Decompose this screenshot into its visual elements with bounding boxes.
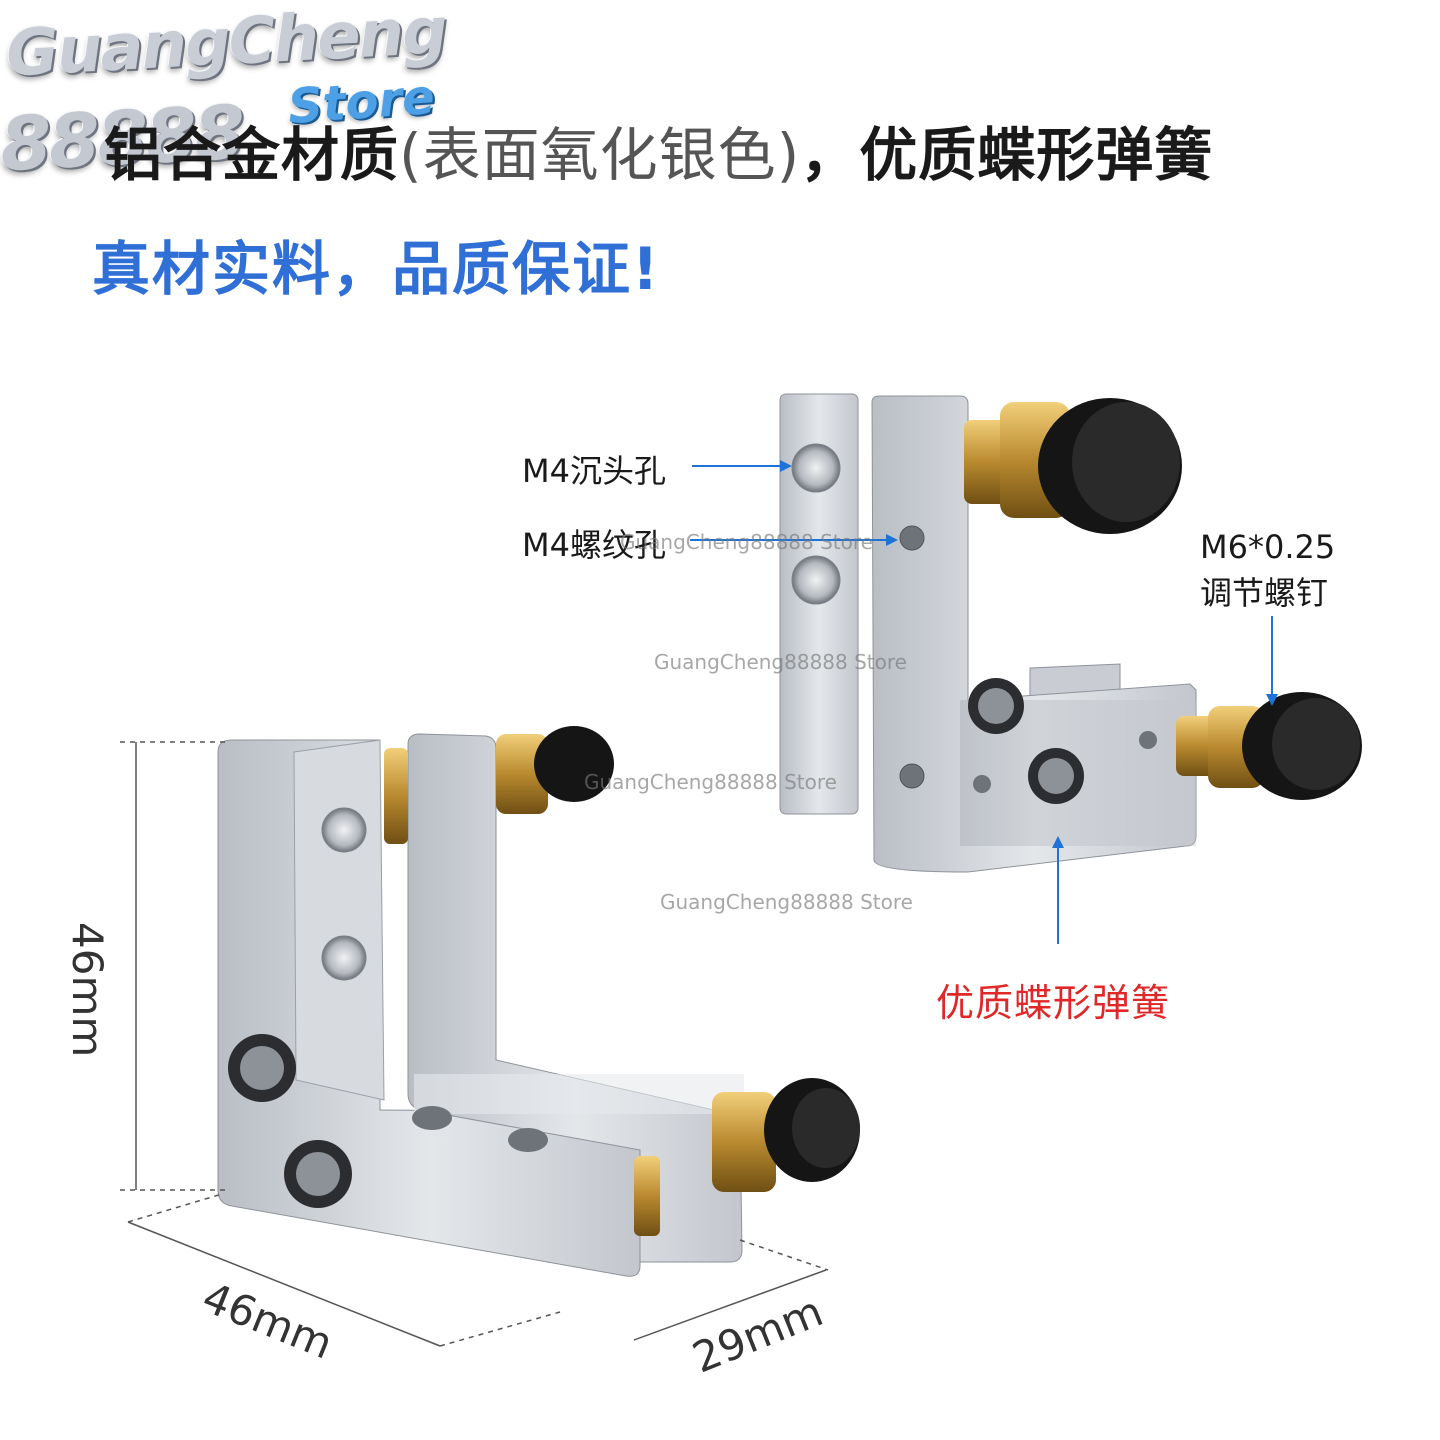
rear-small-hole bbox=[973, 775, 991, 793]
watermark-3: GuangCheng88888 Store bbox=[584, 770, 837, 794]
watermark-1: GuangCheng88888 Store bbox=[620, 530, 873, 554]
dim-depth-tick bbox=[739, 1239, 829, 1271]
callout-arrows bbox=[690, 460, 1278, 944]
dimension-lines bbox=[120, 741, 829, 1347]
mount-rear bbox=[779, 393, 1362, 873]
front-knob-top bbox=[534, 726, 614, 802]
callout-spring: 优质蝶形弹簧 bbox=[936, 981, 1171, 1025]
front-socket-screw-2 bbox=[296, 1152, 340, 1196]
rear-knob-top-face bbox=[1072, 402, 1180, 522]
rear-countersunk-hole-2 bbox=[791, 555, 841, 605]
rear-knob-side-face bbox=[1272, 698, 1360, 790]
subheadline: 真材实料，品质保证! bbox=[92, 235, 661, 303]
rear-brass-nut-top bbox=[964, 420, 1008, 504]
mount-front bbox=[217, 726, 860, 1277]
headline: 铝合金材质(表面氧化银色)，优质蝶形弹簧 bbox=[104, 108, 1213, 192]
front-arm-top bbox=[414, 1074, 744, 1114]
rear-countersunk-hole-1 bbox=[791, 443, 841, 493]
front-socket-screw-1 bbox=[240, 1046, 284, 1090]
front-countersunk-hole-1 bbox=[321, 807, 367, 853]
callout-screw-spec: M6*0.25 bbox=[1200, 528, 1336, 566]
headline-main: 铝合金材质 bbox=[104, 121, 400, 189]
rear-threaded-hole-2 bbox=[899, 763, 925, 789]
dim-width-tick-left bbox=[127, 1193, 223, 1223]
dim-width-tick-right bbox=[439, 1311, 561, 1347]
front-brass-nut-side bbox=[634, 1156, 660, 1236]
rear-socket-screw-1 bbox=[978, 688, 1014, 724]
headline-tail: ，优质蝶形弹簧 bbox=[800, 121, 1214, 189]
rear-arm-hole bbox=[1139, 731, 1157, 749]
headline-paren: (表面氧化银色) bbox=[399, 121, 801, 189]
front-back-face bbox=[293, 739, 385, 1101]
dim-label-height: 46mm bbox=[63, 922, 112, 1058]
front-brass-knurl-top bbox=[496, 734, 548, 814]
arrowhead-screw bbox=[1266, 694, 1278, 706]
front-arm-hole-2 bbox=[508, 1128, 548, 1152]
front-brass-spacer bbox=[384, 748, 408, 844]
rear-threaded-hole bbox=[899, 525, 925, 551]
rear-brass-nut-side bbox=[1176, 716, 1216, 776]
front-knob-side-face bbox=[792, 1088, 860, 1168]
callout-threaded-hole: M4螺纹孔 bbox=[522, 526, 666, 564]
arrowhead-countersunk bbox=[780, 460, 792, 472]
dim-depth-line bbox=[633, 1269, 827, 1341]
rear-socket-screw-2 bbox=[1038, 758, 1074, 794]
watermark-4: GuangCheng88888 Store bbox=[660, 890, 913, 914]
arrowhead-threaded bbox=[886, 534, 898, 546]
front-countersunk-hole-2 bbox=[321, 935, 367, 981]
watermark-2: GuangCheng88888 Store bbox=[654, 650, 907, 674]
front-brass-knurl-side bbox=[712, 1092, 776, 1192]
dim-width-line bbox=[127, 1221, 441, 1347]
callout-countersunk-hole: M4沉头孔 bbox=[522, 452, 666, 490]
arrowhead-spring bbox=[1052, 836, 1064, 848]
front-arm-hole-1 bbox=[412, 1106, 452, 1130]
callout-screw-name: 调节螺钉 bbox=[1200, 574, 1329, 612]
